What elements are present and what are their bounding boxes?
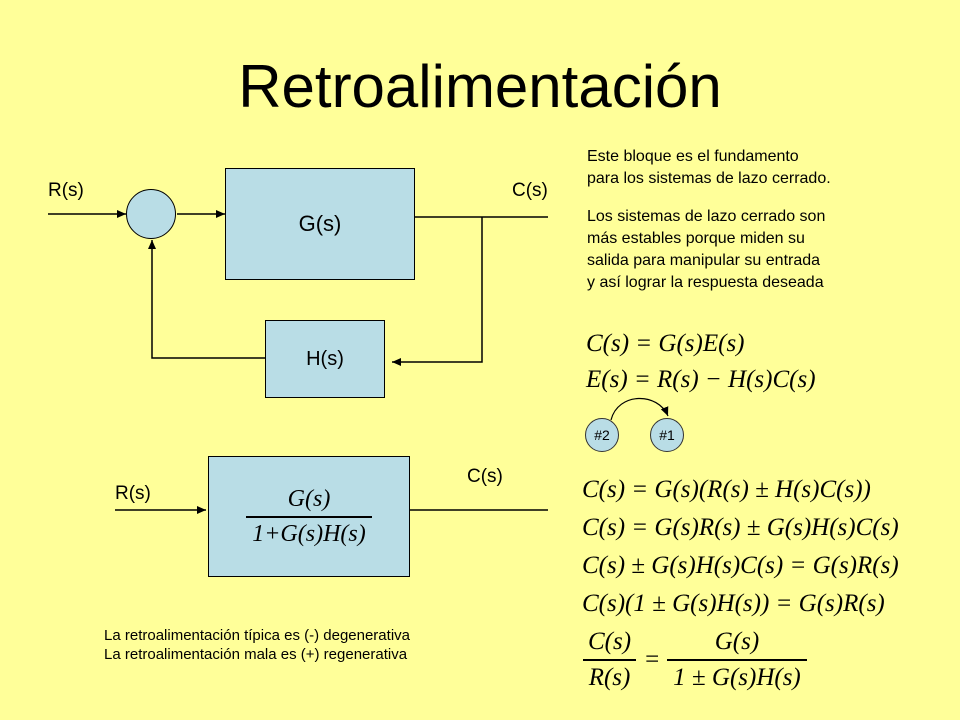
equation-7-lhs: C(s) R(s)	[582, 628, 637, 692]
equation-7-lhs-den: R(s)	[582, 659, 637, 692]
equation-7-rhs-den: 1 ± G(s)H(s)	[667, 659, 807, 692]
equation-7-rhs: G(s) 1 ± G(s)H(s)	[667, 628, 807, 692]
note-line: para los sistemas de lazo cerrado.	[587, 170, 831, 187]
closed-loop-fraction: G(s) 1+G(s)H(s)	[246, 486, 372, 548]
equation-7-rhs-num: G(s)	[714, 628, 760, 655]
g-block: G(s)	[225, 168, 415, 280]
fraction-numerator: G(s)	[287, 485, 331, 512]
feedback-line-right	[392, 217, 483, 366]
h-block: H(s)	[265, 320, 385, 398]
equation-1: C(s) = G(s)E(s)	[586, 330, 745, 357]
badge-2: #2	[585, 418, 619, 452]
note-line: Este bloque es el fundamento	[587, 148, 799, 165]
notes: Este bloque es el fundamento para los si…	[587, 146, 947, 294]
input-label: R(s)	[48, 180, 84, 201]
page-title: Retroalimentación	[238, 53, 722, 120]
bottom-input-label: R(s)	[115, 483, 151, 504]
equation-7-equals: =	[645, 646, 660, 673]
badge-1: #1	[650, 418, 684, 452]
fraction-denominator: 1+G(s)H(s)	[246, 515, 372, 548]
equation-6: C(s)(1 ± G(s)H(s)) = G(s)R(s)	[582, 590, 885, 617]
feedback-line-left	[148, 240, 265, 359]
note-line: y así lograr la respuesta deseada	[587, 274, 824, 291]
output-label: C(s)	[512, 180, 548, 201]
badge-link-arc	[610, 397, 669, 421]
note-line: más estables porque miden su	[587, 230, 805, 247]
equation-7-lhs-num: C(s)	[588, 628, 632, 655]
equation-2: E(s) = R(s) − H(s)C(s)	[586, 366, 816, 393]
bottom-output-label: C(s)	[467, 466, 503, 487]
equation-4: C(s) = G(s)R(s) ± G(s)H(s)C(s)	[582, 514, 899, 541]
equation-7: C(s) R(s) = G(s) 1 ± G(s)H(s)	[582, 628, 807, 692]
equation-3: C(s) = G(s)(R(s) ± H(s)C(s))	[582, 476, 871, 503]
g-block-label: G(s)	[298, 211, 342, 236]
summing-junction	[126, 189, 176, 239]
bottom-notes: La retroalimentación típica es (-) degen…	[104, 626, 410, 664]
closed-loop-block: G(s) 1+G(s)H(s)	[208, 456, 410, 577]
bottom-note-line: La retroalimentación mala es (+) regener…	[104, 646, 408, 663]
note-line: salida para manipular su entrada	[587, 252, 821, 269]
note-line: Los sistemas de lazo cerrado son	[587, 208, 826, 225]
equation-5: C(s) ± G(s)H(s)C(s) = G(s)R(s)	[582, 552, 899, 579]
h-block-label: H(s)	[306, 347, 344, 370]
bottom-note-line: La retroalimentación típica es (-) degen…	[104, 627, 410, 644]
